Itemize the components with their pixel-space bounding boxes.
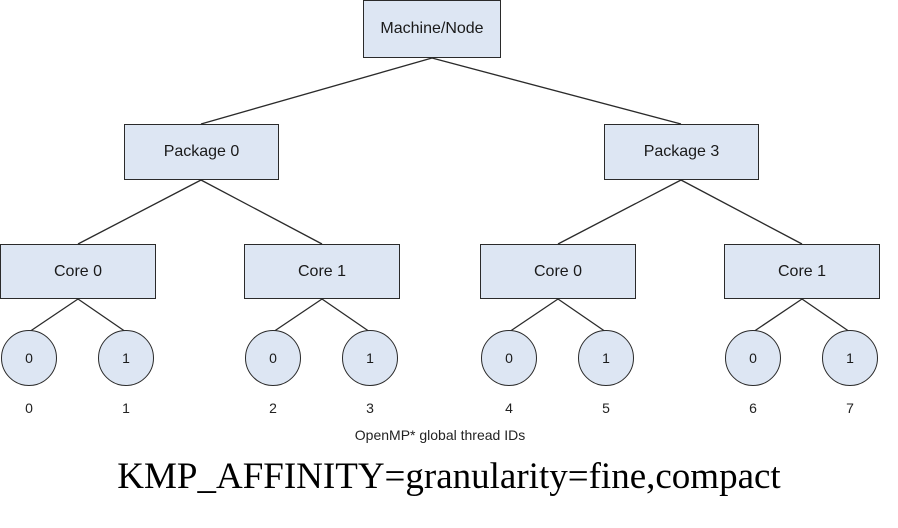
edge-core-2-thread-1 [557, 298, 607, 333]
package-0-node: Package 0 [124, 124, 279, 180]
global-thread-id: 4 [505, 400, 513, 416]
global-thread-id: 5 [602, 400, 610, 416]
edge-package-3-core-0 [557, 179, 682, 245]
core-node: Core 1 [724, 244, 880, 299]
thread-node: 0 [725, 330, 781, 386]
edge-core-3-thread-0 [752, 298, 803, 333]
edge-core-0-thread-1 [77, 298, 127, 333]
global-thread-id: 7 [846, 400, 854, 416]
edge-core-1-thread-1 [321, 298, 371, 333]
global-thread-id: 3 [366, 400, 374, 416]
edge-core-1-thread-0 [272, 298, 323, 333]
thread-ids-caption: OpenMP* global thread IDs [354, 427, 526, 443]
machine-node: Machine/Node [363, 0, 501, 58]
global-thread-id: 6 [749, 400, 757, 416]
edge-package-0-core-1 [200, 179, 323, 245]
core-node: Core 1 [244, 244, 400, 299]
thread-node: 1 [822, 330, 878, 386]
edge-root-package-0 [200, 57, 433, 125]
thread-node: 0 [245, 330, 301, 386]
edge-core-2-thread-0 [508, 298, 559, 333]
thread-node: 0 [481, 330, 537, 386]
edge-core-3-thread-1 [801, 298, 851, 333]
edge-root-package-3 [431, 57, 682, 125]
edge-core-0-thread-0 [28, 298, 79, 333]
global-thread-id: 2 [269, 400, 277, 416]
core-node: Core 0 [480, 244, 636, 299]
thread-node: 0 [1, 330, 57, 386]
thread-node: 1 [342, 330, 398, 386]
core-node: Core 0 [0, 244, 156, 299]
edge-package-0-core-0 [77, 179, 202, 245]
package-3-node: Package 3 [604, 124, 759, 180]
thread-node: 1 [578, 330, 634, 386]
thread-node: 1 [98, 330, 154, 386]
global-thread-id: 0 [25, 400, 33, 416]
affinity-setting-text: KMP_AFFINITY=granularity=fine,compact [117, 456, 781, 497]
global-thread-id: 1 [122, 400, 130, 416]
edge-package-3-core-1 [680, 179, 803, 245]
